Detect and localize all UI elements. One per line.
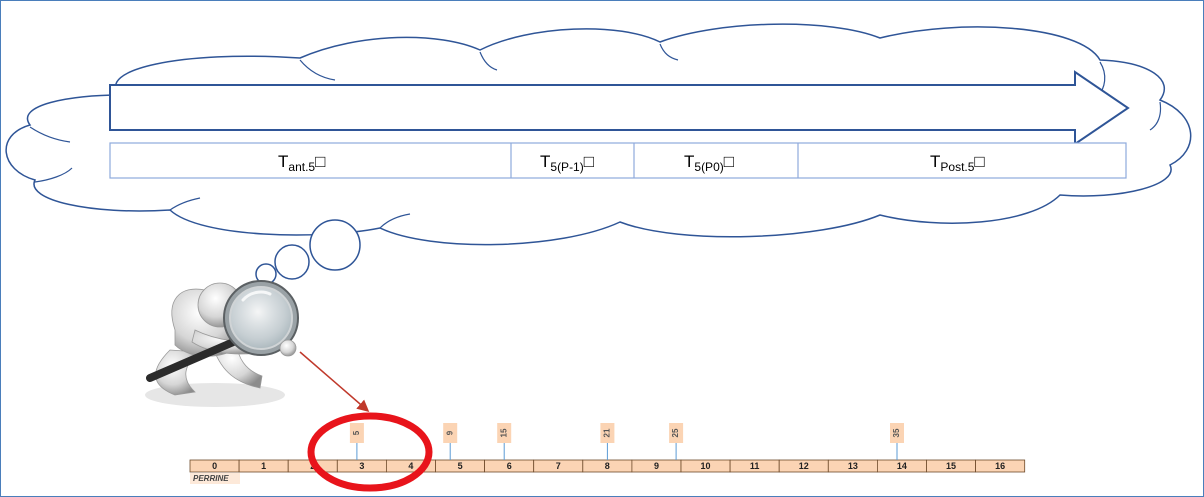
- ruler-tag: [190, 473, 240, 484]
- ruler-tick-label: 5: [458, 461, 463, 471]
- ruler-tick-label: 6: [507, 461, 512, 471]
- flag-label: 35: [892, 428, 901, 437]
- ruler-cell: [975, 459, 1026, 473]
- ruler-tick-label: 14: [897, 461, 907, 471]
- ruler-tick-label: 7: [556, 461, 561, 471]
- flag-label: 9: [445, 430, 454, 435]
- segment-ante-5: Tant.5□: [278, 152, 325, 174]
- ruler-tick-label: 3: [359, 461, 364, 471]
- segment-post-5: TPost.5□: [930, 152, 985, 174]
- flag-box: [497, 423, 512, 443]
- thought-bubble-large: [309, 219, 361, 271]
- focus-circle: [307, 412, 433, 492]
- flag-label: 25: [671, 428, 680, 437]
- ruler-tag-label: PERRINE: [193, 474, 229, 483]
- ruler-tick-label: 12: [799, 461, 809, 471]
- ruler-tick-label: 4: [408, 461, 413, 471]
- ruler-tick-label: 16: [995, 461, 1005, 471]
- flag-box: [669, 423, 684, 443]
- inspector-figure: [145, 280, 299, 407]
- thought-bubble-medium: [274, 244, 310, 280]
- flag-label: 21: [603, 428, 612, 437]
- flag-label: 15: [499, 428, 508, 437]
- ruler-tick-label: 9: [654, 461, 659, 471]
- ruler-tick-label: 0: [212, 461, 217, 471]
- segment-p0: T5(P0)□: [684, 152, 734, 174]
- time-arrow: [109, 70, 1130, 146]
- thought-cloud: [5, 23, 1192, 246]
- flag-box: [600, 423, 615, 443]
- ruler-tick-label: 10: [700, 461, 710, 471]
- ruler-tick-label: 8: [605, 461, 610, 471]
- flag-box: [349, 423, 364, 443]
- flag-box: [443, 423, 458, 443]
- timeline-bar: Tant.5□ T5(P-1)□ T5(P0)□ TPost.5□: [109, 142, 1127, 179]
- flag-box: [890, 423, 904, 443]
- ruler-tick-label: 11: [750, 461, 760, 471]
- ruler-tick-label: 1: [261, 461, 266, 471]
- ruler-tick-label: 13: [848, 461, 858, 471]
- pointer-arrow: [299, 351, 370, 412]
- ruler-tick-label: 15: [946, 461, 956, 471]
- marker-flags: 5 9 15 21 25 35: [349, 423, 904, 460]
- flag-label: 5: [352, 430, 361, 435]
- segment-p-minus-1: T5(P-1)□: [540, 152, 594, 174]
